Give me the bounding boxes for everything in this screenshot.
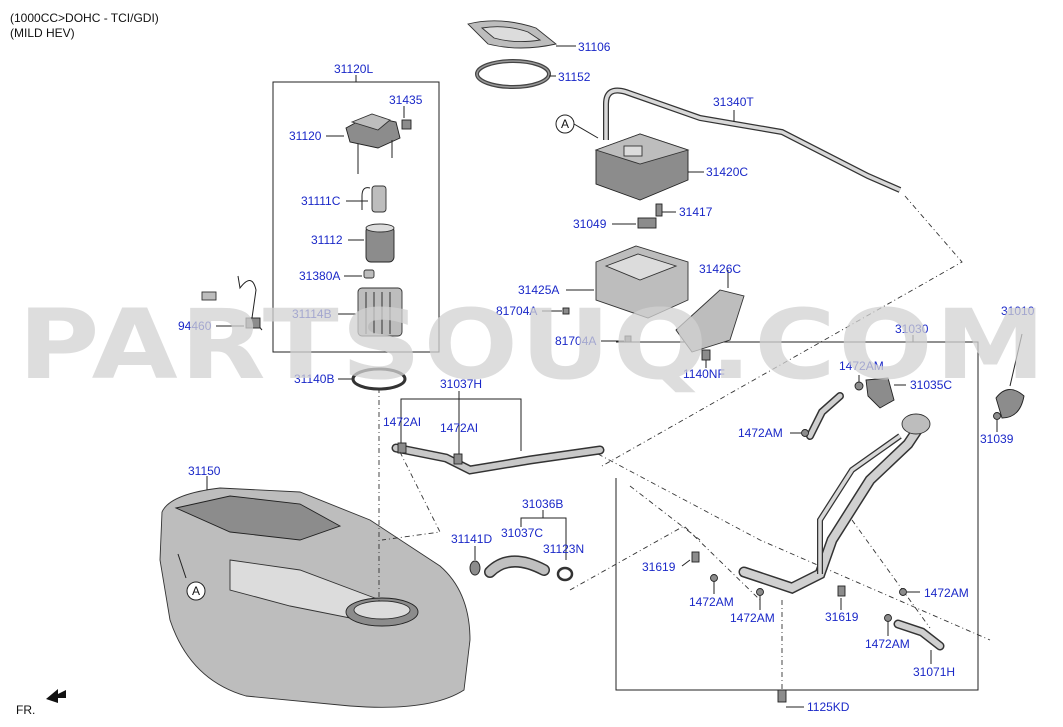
label-31106[interactable]: 31106 <box>578 40 611 54</box>
label-31619-right[interactable]: 31619 <box>825 610 859 624</box>
label-81704A-lower[interactable]: 81704A <box>555 334 596 348</box>
label-31619-left[interactable]: 31619 <box>642 560 676 574</box>
clamp-1472AI-b <box>397 442 407 454</box>
label-1472AI-left[interactable]: 1472AI <box>383 415 421 429</box>
fuel-pump-motor <box>365 223 395 263</box>
clamp-31141D <box>469 560 481 576</box>
label-31010[interactable]: 31010 <box>1001 304 1035 318</box>
hose-31037H <box>391 443 605 475</box>
fuel-door-31010 <box>995 333 1025 419</box>
label-31380A[interactable]: 31380A <box>299 269 340 283</box>
clamp-1472AM-b <box>756 588 764 596</box>
pump-connector-31435 <box>401 119 412 130</box>
label-1472AM-left[interactable]: 1472AM <box>738 426 783 440</box>
fuel-tank-31150 <box>159 487 471 708</box>
clip-31619-right <box>837 585 846 597</box>
clamp-1472AM-a <box>710 574 718 582</box>
header-engine-spec: (1000CC>DOHC - TCI/GDI) <box>10 11 159 25</box>
label-1472AM-c[interactable]: 1472AM <box>924 586 969 600</box>
label-31141D[interactable]: 31141D <box>451 532 492 546</box>
clip-31619-left <box>691 551 700 563</box>
label-31426C[interactable]: 31426C <box>699 262 741 276</box>
fuel-filter-strainer <box>357 287 403 337</box>
pump-seal-plate <box>467 20 558 49</box>
label-1140NF[interactable]: 1140NF <box>683 367 725 381</box>
label-31120[interactable]: 31120 <box>289 129 322 143</box>
label-31425A[interactable]: 31425A <box>518 283 559 297</box>
nut-81704A-lower <box>624 335 632 343</box>
label-31417[interactable]: 31417 <box>679 205 713 219</box>
label-31435[interactable]: 31435 <box>389 93 423 107</box>
header-variant: (MILD HEV) <box>10 26 75 40</box>
label-94460[interactable]: 94460 <box>178 319 212 333</box>
label-1472AI-right[interactable]: 1472AI <box>440 421 478 435</box>
vapor-line-31340T <box>603 87 902 193</box>
front-direction-arrow-icon <box>46 689 66 703</box>
label-31340T[interactable]: 31340T <box>713 95 754 109</box>
pad-31049 <box>637 217 657 229</box>
label-81704A-upper[interactable]: 81704A <box>496 304 537 318</box>
label-31071H[interactable]: 31071H <box>913 665 955 679</box>
bracket-31426C <box>675 289 745 353</box>
label-1125KD[interactable]: 1125KD <box>807 700 850 714</box>
label-31111C[interactable]: 31111C <box>301 194 341 208</box>
canister-bracket-31425A <box>595 245 689 319</box>
label-31030[interactable]: 31030 <box>895 322 929 336</box>
hose-31037C <box>484 555 550 578</box>
pump-sender <box>361 185 387 213</box>
label-1472AM-top[interactable]: 1472AM <box>839 359 884 373</box>
fuel-sender-wire <box>201 275 263 331</box>
watermark: PARTSOUQ.COM <box>18 289 1048 401</box>
callout-a-tank <box>186 581 206 601</box>
clamp-1472AM-left <box>801 429 809 437</box>
label-31420C[interactable]: 31420C <box>706 165 748 179</box>
label-31152[interactable]: 31152 <box>558 70 591 84</box>
filler-neck-box <box>615 341 979 691</box>
label-1472AM-a[interactable]: 1472AM <box>689 595 734 609</box>
clamp-31123N <box>556 566 574 582</box>
callout-a-tank-label: A <box>192 584 200 598</box>
pump-flange <box>345 113 401 174</box>
label-31035C[interactable]: 31035C <box>910 378 952 392</box>
front-direction-label: FR. <box>16 703 35 717</box>
screw-31039 <box>993 412 1001 420</box>
label-1472AM-b[interactable]: 1472AM <box>730 611 775 625</box>
label-31123N[interactable]: 31123N <box>543 542 584 556</box>
filler-neck-pipe <box>738 413 931 594</box>
fuel-pump-filter-small <box>363 269 375 279</box>
label-31112[interactable]: 31112 <box>311 233 343 247</box>
label-31037H[interactable]: 31037H <box>440 377 482 391</box>
hose-31071H <box>893 619 945 651</box>
label-31140B[interactable]: 31140B <box>294 372 334 386</box>
callout-a-top-label: A <box>561 117 569 131</box>
label-31114B[interactable]: 31114B <box>292 307 332 321</box>
label-31120L[interactable]: 31120L <box>334 62 373 76</box>
hose-bracket-31037H <box>400 398 522 451</box>
nut-81704A-upper <box>562 307 570 315</box>
clamp-1472AM-d <box>884 614 892 622</box>
label-31150[interactable]: 31150 <box>188 464 221 478</box>
label-31037C[interactable]: 31037C <box>501 526 543 540</box>
clamp-1472AI-a <box>453 453 463 465</box>
bolt-1125KD <box>777 689 787 703</box>
part-labels: 31106 31152 31120L 31435 31120 31111C 31… <box>178 40 1035 714</box>
label-31039[interactable]: 31039 <box>980 432 1014 446</box>
label-1472AM-d[interactable]: 1472AM <box>865 637 910 651</box>
bracket-31035C <box>865 377 895 409</box>
canister-31420C <box>594 133 690 201</box>
breather-hose <box>806 392 844 440</box>
clamp-1472AM-c <box>899 588 907 596</box>
pump-retainer-ring <box>475 59 551 89</box>
bolt-31417 <box>655 203 663 217</box>
label-31049[interactable]: 31049 <box>573 217 607 231</box>
label-31036B[interactable]: 31036B <box>522 497 563 511</box>
